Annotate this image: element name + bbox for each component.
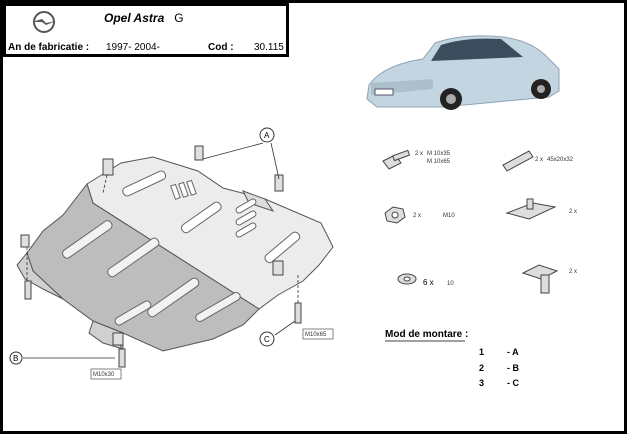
callout-c-label: C: [264, 335, 270, 344]
washer-icon: [397, 273, 417, 285]
callout-c: C: [259, 320, 296, 347]
t-bracket-icon: [521, 264, 559, 294]
part-6-qty: 2 x: [569, 269, 577, 275]
bolt-label-right: M10x65: [305, 332, 327, 338]
mounting-row-2-num: 2: [479, 363, 485, 373]
part-1-qty: 2 x: [415, 151, 423, 157]
callout-a: A: [202, 127, 280, 180]
leader-lines: [26, 174, 299, 349]
mounting-row-2: 2 - B: [479, 363, 519, 373]
part-2-spec-1: 45x20x32: [547, 157, 574, 163]
generation-text: G: [174, 11, 184, 25]
model-text: Opel Astra: [104, 11, 165, 25]
opel-blitz-logo: [32, 11, 56, 33]
diagram-sheet: A B C M10x65 M10x30: [3, 3, 624, 431]
part-1-spec-1: M 10x35: [427, 151, 451, 157]
part-3-qty: 2 x: [413, 213, 421, 219]
car-illustration: [366, 35, 560, 110]
code-value: 30.115: [254, 42, 284, 53]
code-label: Cod :: [208, 42, 234, 53]
skid-plate-upper: [86, 156, 334, 310]
mounting-row-3-letter: - C: [507, 378, 519, 388]
part-5-spec-1: 10: [447, 281, 454, 287]
year-label: An de fabricatie :: [8, 42, 90, 53]
mounting-row-2-letter: - B: [507, 363, 519, 373]
part-3-spec-1: M10: [443, 213, 455, 219]
mounting-row-1-letter: - A: [507, 347, 519, 357]
year-value: 1997- 2004-: [106, 42, 160, 53]
part-4-qty: 2 x: [569, 209, 577, 215]
part-2-qty: 2 x: [535, 157, 543, 163]
title-block: Opel Astra G An de fabricatie : 1997- 20…: [3, 3, 289, 57]
angle-bracket-icon: [505, 198, 557, 220]
callout-b-label: B: [13, 354, 18, 363]
part-1-spec-2: M 10x65: [427, 159, 451, 165]
mounting-row-1: 1 - A: [479, 347, 519, 357]
part-5-qty: 6 x: [423, 278, 434, 287]
mounting-title: Mod de montare :: [385, 329, 469, 340]
mounting-row-3: 3 - C: [479, 378, 519, 388]
clip-bracket-icon: [502, 150, 534, 172]
mounting-brackets: [20, 145, 284, 346]
bolt-with-washer-icon: [382, 149, 411, 170]
nut-icon: [384, 206, 406, 224]
skid-plate: [16, 156, 334, 352]
callout-a-label: A: [264, 131, 270, 140]
skid-plate-diagram: A B C M10x65 M10x30: [9, 35, 577, 380]
mounting-row-3-num: 3: [479, 378, 485, 388]
model-name: Opel Astra G: [104, 11, 184, 25]
callout-b: B: [9, 351, 115, 365]
bolt-label-left: M10x30: [93, 372, 115, 378]
mounting-row-1-num: 1: [479, 347, 485, 357]
